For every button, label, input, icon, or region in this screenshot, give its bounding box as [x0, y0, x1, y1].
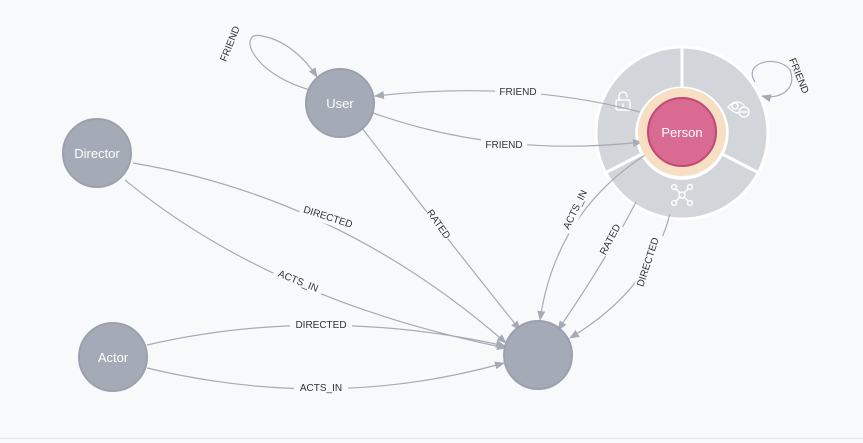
relationship-label: RATED	[424, 208, 452, 241]
node-caption: Director	[74, 146, 120, 161]
relationship-label: FRIEND	[219, 25, 243, 64]
node-unlabeled[interactable]	[503, 320, 573, 390]
relationship-person-friend-self[interactable]: FRIEND	[751, 57, 810, 103]
relationship-user-rated[interactable]: RATED	[361, 127, 521, 331]
node-caption: User	[326, 96, 354, 111]
canvas-bottom-border	[0, 438, 863, 439]
expand-graph-icon[interactable]	[670, 183, 694, 207]
node-actor[interactable]: Actor	[78, 322, 148, 392]
menu-segment-hide[interactable]	[680, 45, 770, 175]
eye-hide-icon[interactable]	[727, 101, 750, 118]
relationship-label: DIRECTED	[295, 320, 346, 331]
relationship-label: ACTS_IN	[300, 383, 342, 394]
relationship-actor-acts-in[interactable]: ACTS_IN	[146, 361, 505, 394]
relationship-label: ACTS_IN	[562, 189, 590, 232]
nodes-layer: User Director Actor Person	[62, 68, 726, 392]
relationship-label: FRIEND	[485, 140, 522, 151]
node-caption: Actor	[98, 350, 129, 365]
node-person[interactable]: Person	[638, 88, 726, 176]
relationship-user-friend-person[interactable]: FRIEND	[372, 112, 643, 151]
node-user[interactable]: User	[305, 68, 375, 138]
menu-segment-lock[interactable]	[594, 45, 684, 175]
unlock-icon[interactable]	[615, 91, 631, 111]
relationship-director-directed[interactable]: DIRECTED	[132, 162, 507, 344]
node-director[interactable]: Director	[62, 118, 132, 188]
node-caption: Person	[661, 125, 702, 140]
menu-segment-expand[interactable]	[603, 151, 761, 221]
relationship-label: FRIEND	[786, 57, 810, 96]
relationship-actor-directed[interactable]: DIRECTED	[146, 318, 506, 348]
relationship-person-friend-user[interactable]: FRIEND	[374, 85, 641, 113]
relationship-user-friend-self[interactable]: FRIEND	[219, 25, 318, 91]
node-context-menu	[594, 45, 770, 221]
relationship-label: FRIEND	[499, 87, 536, 98]
